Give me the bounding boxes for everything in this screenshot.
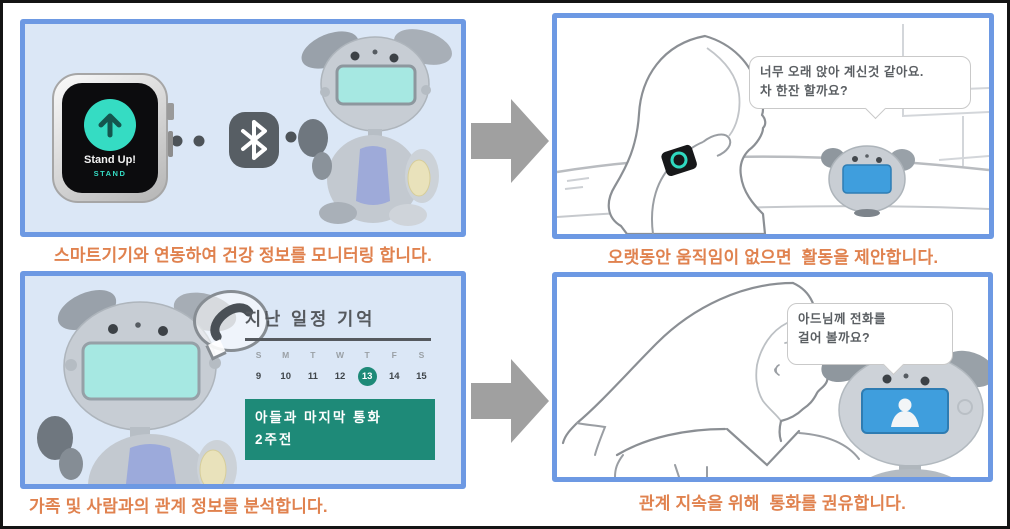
watch-notification-sublabel: STAND — [93, 168, 127, 178]
caption-activity-suggestion: 오랫동안 움직임이 없으면 활동을 제안합니다. — [607, 248, 939, 267]
panel-activity-suggestion: 너무 오래 앉아 계신것 같아요. 차 한잔 할까요? — [552, 13, 994, 239]
seated-person-illustration — [607, 34, 767, 234]
panel-health-monitoring: Stand Up! STAND — [20, 19, 466, 237]
panel-call-recommendation: 아드님께 전화를 걸어 볼까요? — [552, 272, 993, 482]
watch-side-button — [168, 131, 173, 157]
relationship-scene — [37, 289, 237, 484]
day-header: M — [282, 350, 290, 360]
arrow-right-icon — [471, 359, 549, 443]
calendar-dates-row: 9 10 11 12 13 14 15 — [245, 367, 435, 386]
day-header: T — [364, 350, 370, 360]
calendar-event-box: 아들과 마지막 통화 2주전 — [245, 399, 435, 460]
person-illustration — [561, 281, 860, 477]
speech-line: 너무 오래 앉아 계신것 같아요. — [760, 65, 924, 79]
event-line: 아들과 마지막 통화 — [255, 410, 382, 425]
calendar-date: 11 — [307, 371, 318, 382]
day-header: T — [310, 350, 316, 360]
day-header: W — [335, 350, 344, 360]
calendar-title: 지난 일정 기억 — [245, 309, 376, 329]
calendar-date: 9 — [255, 371, 262, 382]
companion-robot-illustration — [298, 29, 452, 226]
robot-speech-bubble: 아드님께 전화를 걸어 볼까요? — [787, 303, 953, 365]
caption-health-monitoring: 스마트기기와 연동하여 건강 정보를 모니터링 합니다. — [53, 246, 433, 265]
speech-line: 차 한잔 할까요? — [760, 84, 849, 99]
watch-notification-label: Stand Up! — [84, 153, 136, 166]
day-header: S — [255, 350, 262, 360]
bluetooth-icon — [229, 112, 279, 168]
stand-up-arrow-icon — [84, 98, 136, 151]
panel-relationship-analysis: 지난 일정 기억 S M T W T F S 9 10 11 12 13 14 … — [20, 271, 466, 489]
calendar-day-headers: S M T W T F S — [245, 350, 435, 360]
companion-robot-illustration — [37, 289, 237, 484]
smartwatch-illustration: Stand Up! STAND — [52, 73, 174, 203]
calendar-date: 10 — [280, 371, 291, 382]
calendar-date: 15 — [416, 371, 427, 382]
watch-crown — [167, 103, 174, 120]
watch-on-wrist — [661, 144, 697, 177]
caption-relationship-analysis: 가족 및 사람과의 관계 정보를 분석합니다. — [29, 497, 328, 516]
smartwatch-screen: Stand Up! STAND — [62, 83, 158, 193]
arrow-right-icon — [471, 99, 549, 183]
day-header: S — [418, 350, 425, 360]
activity-scene — [557, 24, 989, 234]
day-header: F — [391, 350, 397, 360]
robot-on-sofa-illustration — [821, 145, 915, 217]
calendar-date-highlighted: 13 — [357, 367, 377, 386]
speech-line: 걸어 볼까요? — [798, 331, 871, 346]
calendar-date: 14 — [388, 371, 400, 382]
calendar-card: 지난 일정 기억 S M T W T F S 9 10 11 12 13 14 … — [245, 306, 447, 460]
speech-line: 아드님께 전화를 — [798, 312, 886, 326]
calendar-rule — [245, 338, 431, 341]
calendar-date: 12 — [334, 371, 346, 382]
phone-call-bubble — [193, 290, 269, 352]
phone-icon — [210, 303, 254, 342]
event-line: 2주전 — [255, 432, 294, 448]
robot-speech-bubble: 너무 오래 앉아 계신것 같아요. 차 한잔 할까요? — [749, 56, 971, 109]
health-sync-scene — [171, 29, 452, 226]
caption-call-recommendation: 관계 지속을 위해 통화를 권유합니다. — [638, 494, 907, 513]
